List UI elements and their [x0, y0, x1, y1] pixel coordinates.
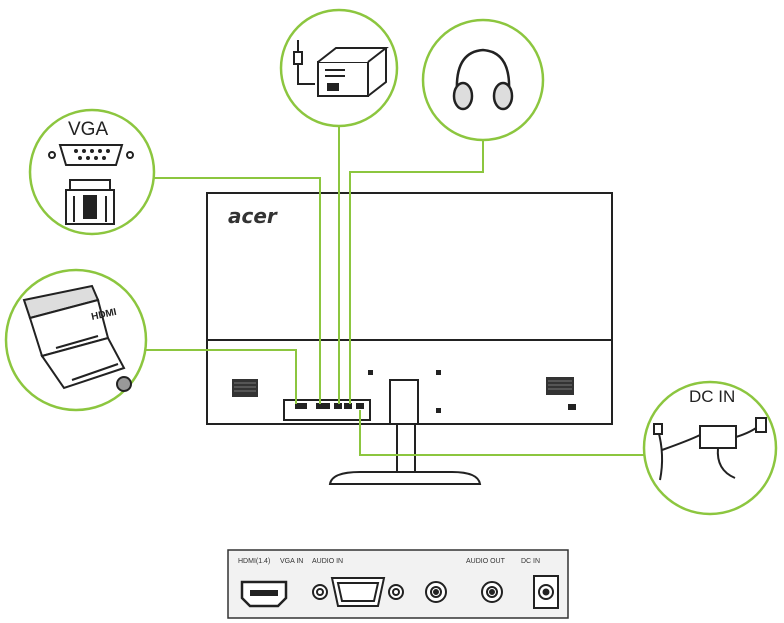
headphones-icon: [452, 48, 514, 111]
vga-port-icon: [312, 577, 404, 607]
port-label-audio-out: AUDIO OUT: [466, 558, 506, 565]
hdmi-plug-text: HDMI: [90, 307, 117, 323]
port-label-dc-in: DC IN: [521, 558, 540, 565]
audio-out-cable-line: [349, 140, 484, 404]
vga-label: VGA: [68, 119, 108, 140]
audio-in-port-icon: [425, 581, 447, 603]
hdmi-cable-line: [145, 349, 297, 404]
audio-jack-icon: [293, 40, 315, 85]
callout-audio-in-source: [279, 8, 399, 128]
vga-cable-line: [150, 177, 321, 404]
acer-logo: acer: [228, 204, 278, 228]
left-vent-grille: [232, 379, 258, 397]
dc-in-port-icon: [533, 575, 559, 609]
connection-lines: [145, 125, 650, 456]
audio-out-port-icon: [481, 581, 503, 603]
monitor-stand: [328, 379, 482, 485]
monitor-screen: [206, 192, 613, 341]
callout-hdmi: HDMI: [4, 268, 148, 412]
monitor: acer: [206, 192, 613, 485]
power-button-icon: [568, 404, 576, 410]
power-adapter-icon: [653, 417, 767, 481]
right-vent-grille: [546, 377, 574, 395]
port-panel: HDMI(1.4) VGA IN AUDIO IN AUDIO OUT DC I…: [227, 549, 569, 619]
port-label-audio-in: AUDIO IN: [312, 558, 343, 565]
callout-audio-out-headphones: [421, 18, 545, 142]
hdmi-plug-icon: HDMI: [22, 284, 132, 392]
port-label-vga-in: VGA IN: [280, 558, 303, 565]
dc-in-label: DC IN: [689, 387, 735, 406]
vga-plug-icon: [65, 179, 115, 225]
callout-vga: VGA: [28, 108, 156, 236]
port-label-hdmi: HDMI(1.4): [238, 558, 270, 565]
dc-in-cable-line: [359, 410, 650, 456]
callout-dc-in: DC IN: [642, 380, 778, 516]
vga-connector-icon: [48, 144, 134, 166]
hdmi-port-icon: [240, 580, 288, 608]
pc-tower-icon: [317, 47, 389, 97]
vesa-screw-holes: [368, 370, 441, 413]
